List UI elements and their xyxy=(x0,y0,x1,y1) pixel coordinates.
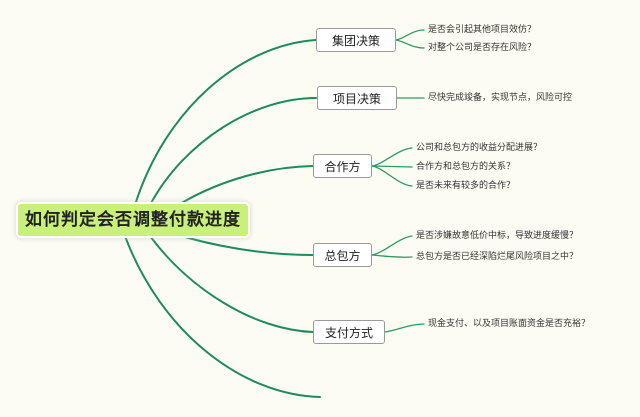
leaf-topic-1-2[interactable]: 对整个公司是否存在风险？ xyxy=(428,43,537,53)
leaf-topic-4-1[interactable]: 是否涉嫌故意低价中标，导致进度缓慢？ xyxy=(416,231,579,241)
leaf-topic-3-3[interactable]: 是否未来有较多的合作？ xyxy=(416,181,516,191)
connector-to-branch-3 xyxy=(174,165,314,208)
sub-connector-4-1 xyxy=(371,235,413,256)
sub-connector-1-1 xyxy=(395,29,425,41)
connector-to-branch-4 xyxy=(174,233,314,256)
sub-connector-3-2 xyxy=(371,165,413,168)
leaf-topic-2-1[interactable]: 尽快完成竣备，实现节点，风险可控 xyxy=(428,93,573,103)
leaf-topic-4-2[interactable]: 总包方是否已经深陷烂尾风险项目之中？ xyxy=(416,252,579,262)
leaf-topic-1-1[interactable]: 是否会引起其他项目效仿？ xyxy=(428,25,537,35)
branch-topic-partner[interactable]: 合作方 xyxy=(313,154,372,178)
sub-connector-4-2 xyxy=(371,254,413,258)
branch-topic-payment-method[interactable]: 支付方式 xyxy=(313,320,385,344)
connector-to-branch-2 xyxy=(149,97,317,206)
sub-connector-3-1 xyxy=(371,147,413,167)
connector-to-empty-branch xyxy=(124,235,321,398)
branch-topic-general-contractor[interactable]: 总包方 xyxy=(313,243,372,267)
branch-topic-group-decision[interactable]: 集团决策 xyxy=(316,28,396,52)
leaf-topic-3-2[interactable]: 合作方和总包方的关系？ xyxy=(416,162,516,172)
root-topic[interactable]: 如何判定会否调整付款进度 xyxy=(18,204,248,236)
sub-connector-5-1 xyxy=(384,323,425,333)
leaf-topic-5-1[interactable]: 现金支付、以及项目账面资金是否充裕？ xyxy=(428,319,591,329)
connector-to-branch-1 xyxy=(134,39,317,206)
connector-to-branch-5 xyxy=(149,235,314,333)
sub-connector-3-3 xyxy=(371,165,413,187)
branch-topic-project-decision[interactable]: 项目决策 xyxy=(317,86,397,110)
sub-connector-1-2 xyxy=(395,39,425,49)
leaf-topic-3-1[interactable]: 公司和总包方的收益分配进展？ xyxy=(416,143,543,153)
